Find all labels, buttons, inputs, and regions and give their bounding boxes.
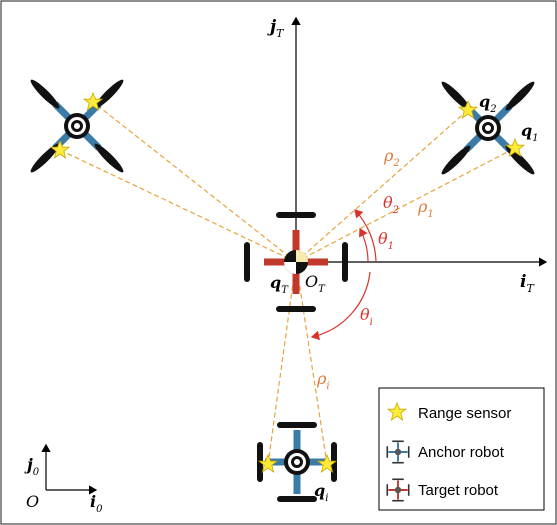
label-rho2: ρ2 <box>383 146 400 169</box>
legend-range-sensor: Range sensor <box>418 405 511 422</box>
thetai-arc <box>310 271 371 341</box>
label-i0: i0 <box>90 492 103 515</box>
label-q2: q2 <box>479 92 497 115</box>
legend-target-robot: Target robot <box>418 482 499 499</box>
label-q1: q1 <box>521 121 539 144</box>
label-origin-target: OT <box>305 272 326 295</box>
label-rho1: ρ1 <box>417 197 434 220</box>
theta1-arc <box>359 227 369 263</box>
legend-anchor-robot-icon <box>386 440 410 464</box>
theta2-arc <box>354 209 377 263</box>
label-i-target: iT <box>520 272 535 295</box>
legend-anchor-robot: Anchor robot <box>418 444 505 461</box>
anchor-robot-top-left <box>28 77 126 175</box>
label-qi: qi <box>314 481 328 504</box>
label-j0: j0 <box>24 455 40 478</box>
label-rhoi: ρi <box>316 369 330 392</box>
label-qT: qT <box>270 273 289 296</box>
label-theta2: θ2 <box>383 193 399 216</box>
label-world-origin: O <box>26 492 39 511</box>
label-thetai: θi <box>360 305 373 328</box>
range-lines <box>59 101 516 465</box>
target-robot <box>244 212 348 312</box>
legend-target-robot-icon <box>386 478 410 502</box>
world-frame <box>41 443 98 495</box>
label-theta1: θ1 <box>378 229 394 252</box>
legend: Range sensor Anchor robot Target robot <box>378 387 545 511</box>
label-j-target: jT <box>267 17 285 40</box>
